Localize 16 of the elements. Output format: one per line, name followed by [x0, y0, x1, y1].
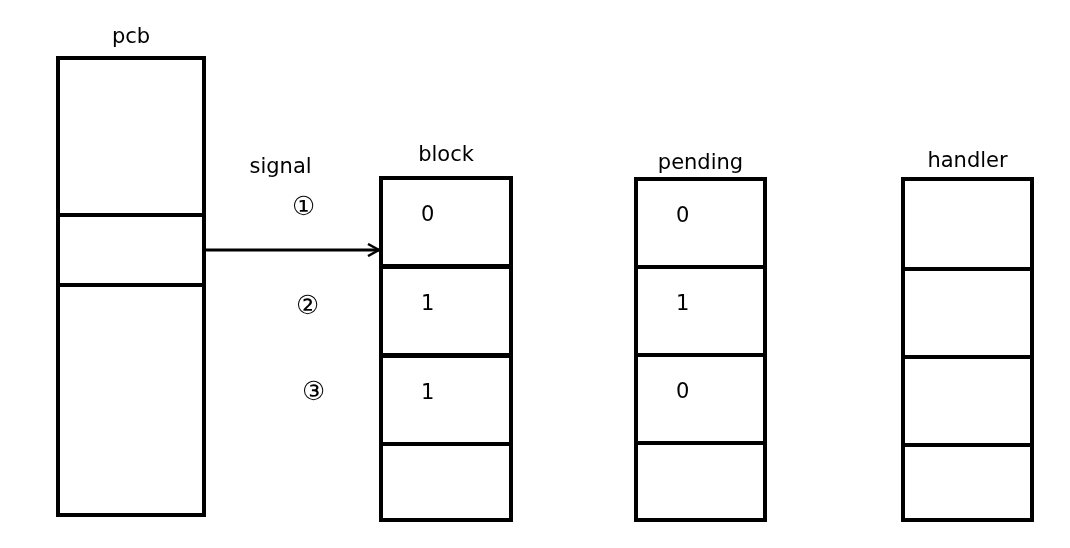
table-cell — [379, 265, 513, 357]
cell-value: 0 — [421, 202, 435, 226]
circled-number: ③ — [302, 378, 326, 404]
cell-value: 1 — [421, 380, 435, 404]
cell-value: 1 — [676, 291, 690, 315]
column-heading: handler — [927, 148, 1008, 172]
table-cell — [379, 176, 513, 268]
cell-value: 0 — [676, 203, 690, 227]
circled-number: ② — [296, 292, 320, 318]
column-heading: block — [418, 142, 474, 166]
arrow — [206, 242, 381, 258]
cell-value: 0 — [676, 379, 690, 403]
column-heading: pcb — [111, 24, 151, 48]
circled-number: ① — [292, 193, 316, 219]
cell-value: 1 — [421, 291, 435, 315]
column-heading: pending — [657, 150, 744, 174]
